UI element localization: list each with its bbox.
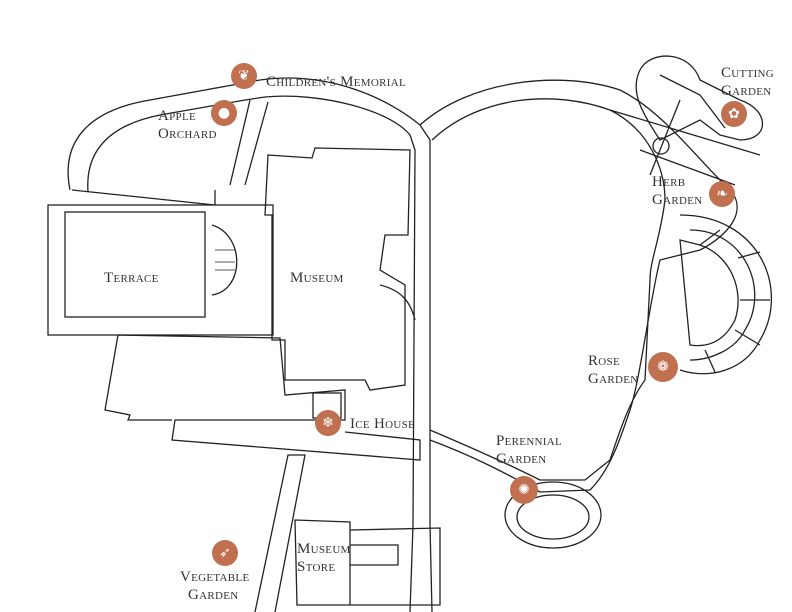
label-line: Orchard [158,126,217,142]
butterfly-icon[interactable]: ❦ [231,63,257,89]
daisy-icon[interactable]: ✺ [510,476,538,504]
carrot-icon[interactable]: ➶ [212,540,238,566]
herb-icon[interactable]: ❧ [709,181,735,207]
label-line: Garden [188,587,239,603]
label-line: Store [297,559,336,575]
snowflake-icon[interactable]: ❄ [315,410,341,436]
rose-icon[interactable]: ❁ [648,352,678,382]
label-line: Vegetable [180,569,250,585]
label-line: Garden [588,371,639,387]
label-line: Garden [721,83,772,99]
label-line: Rose [588,353,620,369]
terrace-building [47,204,274,336]
label-line: Museum [297,541,351,557]
label-line: Garden [652,192,703,208]
label-line: Herb [652,174,686,190]
label-line: Apple [158,108,197,124]
label-ice-house[interactable]: Ice House [350,416,416,432]
label-line: Garden [496,451,547,467]
apple-icon[interactable]: ● [211,100,237,126]
label-line: Cutting [721,65,775,81]
flower-icon[interactable]: ✿ [721,101,747,127]
label-line: Perennial [496,433,563,449]
label-museum[interactable]: Museum [290,270,344,286]
museum-building [264,147,411,391]
label-childrens-memorial[interactable]: Children's Memorial [266,74,406,90]
label-terrace[interactable]: Terrace [104,270,159,286]
